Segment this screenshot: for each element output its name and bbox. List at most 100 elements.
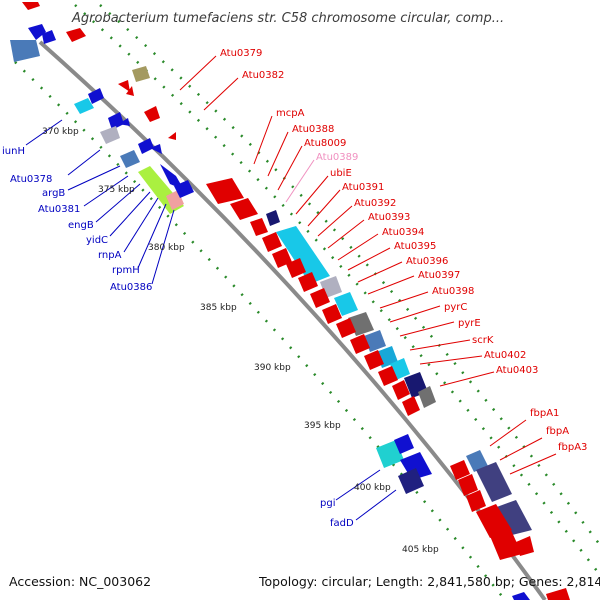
gene-label[interactable]: Atu0388: [292, 124, 334, 135]
gene-feature[interactable]: [322, 304, 342, 324]
gene-feature[interactable]: [174, 180, 194, 198]
gene-feature[interactable]: [144, 106, 160, 122]
gene-feature[interactable]: [276, 226, 330, 284]
gene-feature[interactable]: [364, 350, 384, 370]
gene-label[interactable]: yidC: [86, 235, 108, 246]
gene-feature[interactable]: [100, 126, 120, 144]
gene-feature[interactable]: [28, 24, 46, 40]
gene-feature[interactable]: [10, 40, 40, 62]
gene-feature[interactable]: [150, 144, 162, 154]
gene-label[interactable]: scrK: [472, 335, 494, 346]
gene-feature[interactable]: [206, 178, 244, 204]
gene-label[interactable]: fbpA1: [530, 408, 559, 419]
gene-label[interactable]: Atu0395: [394, 241, 436, 252]
scale-label: 375 kbp: [98, 185, 135, 195]
gene-feature[interactable]: [266, 210, 280, 226]
gene-feature[interactable]: [118, 80, 130, 92]
gene-feature[interactable]: [402, 396, 420, 416]
gene-label[interactable]: ubiE: [330, 168, 352, 179]
gene-label[interactable]: Atu0403: [496, 365, 538, 376]
gene-feature[interactable]: [74, 98, 94, 114]
gene-feature[interactable]: [118, 118, 130, 126]
gene-feature[interactable]: [230, 198, 258, 220]
gene-label[interactable]: Atu0391: [342, 182, 384, 193]
gene-label[interactable]: Atu0398: [432, 286, 474, 297]
gene-feature[interactable]: [160, 164, 184, 190]
gene-feature[interactable]: [334, 292, 358, 316]
gene-label[interactable]: engB: [68, 220, 94, 231]
gene-label[interactable]: Atu0382: [242, 70, 284, 81]
scale-label: 385 kbp: [200, 303, 237, 313]
gene-label[interactable]: Atu0381: [38, 204, 80, 215]
gene-feature[interactable]: [398, 468, 424, 494]
gene-feature[interactable]: [392, 380, 410, 400]
gene-label[interactable]: Atu0394: [382, 227, 424, 238]
gene-label[interactable]: iunH: [2, 146, 25, 157]
gene-feature[interactable]: [298, 272, 318, 292]
gene-feature[interactable]: [418, 386, 436, 408]
gene-feature[interactable]: [66, 28, 86, 42]
gene-feature[interactable]: [286, 258, 306, 278]
gene-label[interactable]: pyrE: [458, 318, 481, 329]
gene-feature[interactable]: [250, 218, 268, 236]
gene-label[interactable]: Atu0402: [484, 350, 526, 361]
map-title: Agrobacterium tumefaciens str. C58 chrom…: [71, 11, 504, 26]
gene-feature[interactable]: [476, 504, 512, 538]
gene-feature[interactable]: [476, 462, 512, 502]
gene-feature[interactable]: [88, 88, 104, 104]
gene-feature[interactable]: [394, 434, 414, 454]
gene-feature[interactable]: [378, 366, 398, 386]
gene-label[interactable]: pgi: [320, 498, 335, 509]
gene-feature[interactable]: [458, 474, 478, 496]
gene-label[interactable]: argB: [42, 188, 65, 199]
gene-feature[interactable]: [466, 490, 486, 512]
gene-label[interactable]: Atu0397: [418, 270, 460, 281]
gene-feature[interactable]: [138, 138, 154, 154]
gene-label[interactable]: fadD: [330, 518, 354, 529]
gene-feature[interactable]: [132, 66, 150, 82]
gene-feature[interactable]: [126, 86, 134, 96]
gene-feature[interactable]: [336, 318, 356, 338]
scale-labels: 370 kbp 375 kbp 380 kbp 385 kbp 390 kbp …: [42, 127, 439, 555]
gene-label[interactable]: pyrC: [444, 302, 467, 313]
track-guide-lines: [14, 4, 600, 600]
gene-label[interactable]: rpmH: [112, 265, 140, 276]
gene-feature[interactable]: [262, 232, 282, 252]
gene-feature[interactable]: [42, 30, 56, 44]
gene-label[interactable]: Atu0392: [354, 198, 396, 209]
scale-label: 405 kbp: [402, 545, 439, 555]
gene-label[interactable]: Atu0386: [110, 282, 152, 293]
gene-feature[interactable]: [450, 460, 470, 480]
gene-features: [10, 2, 570, 600]
scale-label: 370 kbp: [42, 127, 79, 137]
gene-label[interactable]: Atu8009: [304, 138, 346, 149]
gene-label[interactable]: Atu0378: [10, 174, 52, 185]
reverse-gene-labels: iunH Atu0378 argB Atu0381 engB yidC rnpA…: [2, 146, 354, 529]
gene-label[interactable]: Atu0396: [406, 256, 448, 267]
gene-label[interactable]: Atu0379: [220, 48, 262, 59]
gene-feature[interactable]: [310, 288, 330, 308]
gene-feature[interactable]: [466, 450, 488, 472]
gene-label[interactable]: Atu0389: [316, 152, 358, 163]
gene-label[interactable]: fbpA: [546, 426, 569, 437]
gene-feature[interactable]: [350, 334, 370, 354]
gene-label[interactable]: rnpA: [98, 250, 122, 261]
gene-feature[interactable]: [272, 248, 292, 268]
gene-label[interactable]: Atu0393: [368, 212, 410, 223]
gene-feature[interactable]: [490, 528, 522, 560]
gene-feature[interactable]: [364, 330, 386, 352]
gene-feature[interactable]: [546, 588, 570, 600]
gene-feature[interactable]: [22, 2, 40, 10]
forward-gene-labels: Atu0379 Atu0382 mcpA Atu0388 Atu8009 Atu…: [220, 48, 587, 453]
gene-feature[interactable]: [516, 536, 534, 556]
gene-feature[interactable]: [108, 112, 124, 130]
gene-feature[interactable]: [512, 592, 530, 600]
genome-summary: Topology: circular; Length: 2,841,580 bp…: [258, 574, 600, 589]
gene-feature[interactable]: [168, 132, 176, 140]
gene-label[interactable]: fbpA3: [558, 442, 587, 453]
gene-feature[interactable]: [120, 150, 140, 168]
label-connectors: [25, 55, 557, 521]
gene-label[interactable]: mcpA: [276, 108, 305, 119]
